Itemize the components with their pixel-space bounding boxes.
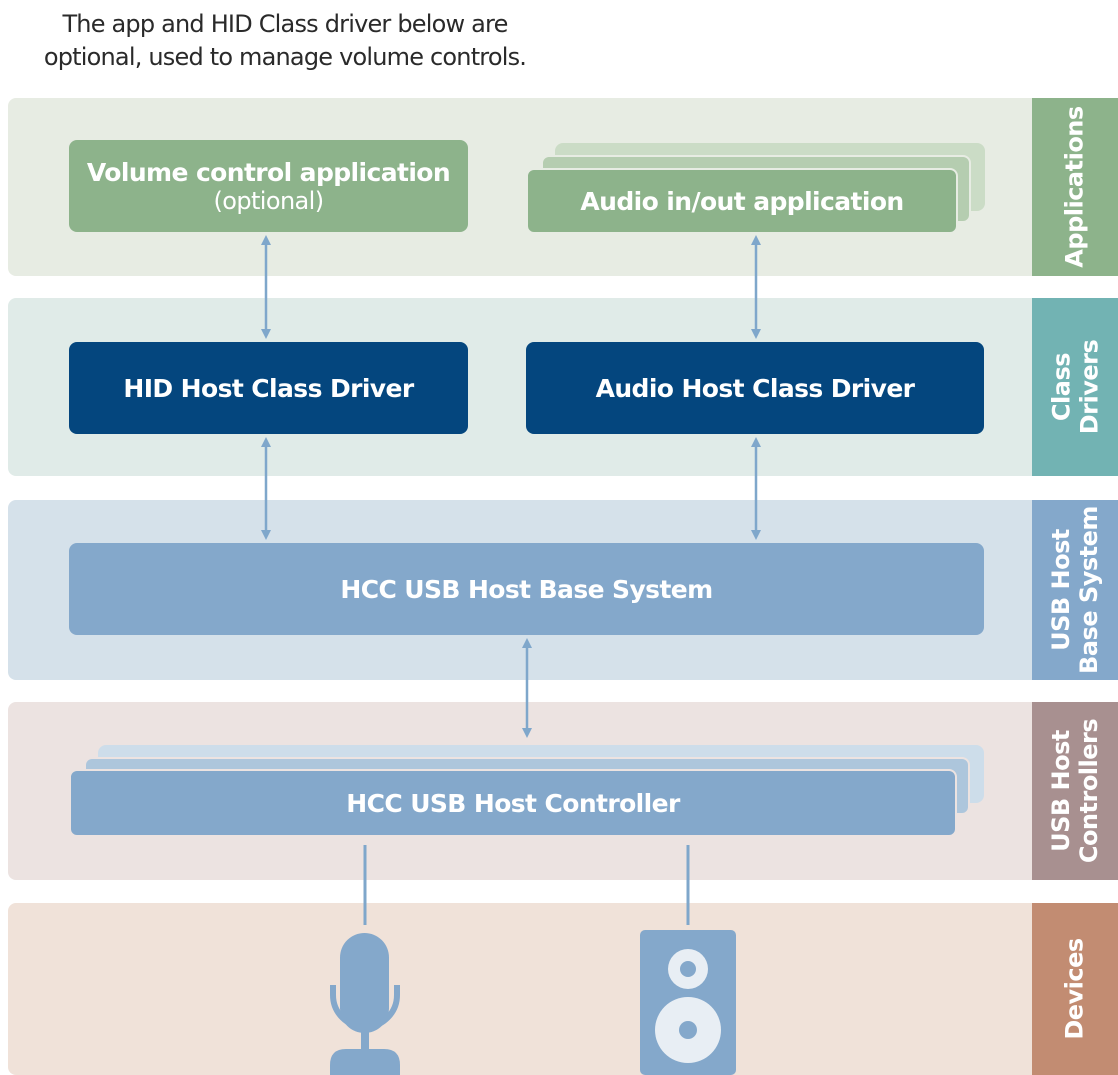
optional-note-line2: optional, used to manage volume controls…: [43, 43, 527, 71]
devices-tag: Devices: [1032, 903, 1118, 1075]
optional-note-line1: The app and HID Class driver below are: [62, 10, 508, 38]
microphone-icon: [330, 933, 400, 1075]
hid-driver-box: HID Host Class Driver: [69, 342, 468, 434]
audio-app-label: Audio in/out application: [580, 186, 904, 216]
applications-tag: Applications: [1032, 98, 1118, 276]
base-system-box: HCC USB Host Base System: [69, 543, 984, 635]
speaker-icon: [640, 930, 736, 1075]
audio-app-box: Audio in/out application: [526, 168, 958, 234]
audio-driver-box: Audio Host Class Driver: [526, 342, 984, 434]
host-controller-label: HCC USB Host Controller: [346, 788, 680, 818]
class-drivers-tag: Class Drivers: [1032, 298, 1118, 476]
volume-control-app-sublabel: (optional): [213, 186, 325, 215]
volume-control-app-box: Volume control application (optional): [69, 140, 468, 232]
audio-driver-label: Audio Host Class Driver: [595, 373, 915, 403]
volume-control-app-label: Volume control application: [86, 157, 451, 187]
hid-driver-label: HID Host Class Driver: [123, 373, 414, 403]
host-controller-box: HCC USB Host Controller: [69, 769, 957, 837]
base-system-box-label: HCC USB Host Base System: [340, 574, 713, 604]
devices-band: [8, 903, 1032, 1075]
base-system-tag: USB Host Base System: [1032, 500, 1118, 680]
optional-note: The app and HID Class driver below are o…: [0, 8, 570, 74]
controllers-tag: USB Host Controllers: [1032, 702, 1118, 880]
